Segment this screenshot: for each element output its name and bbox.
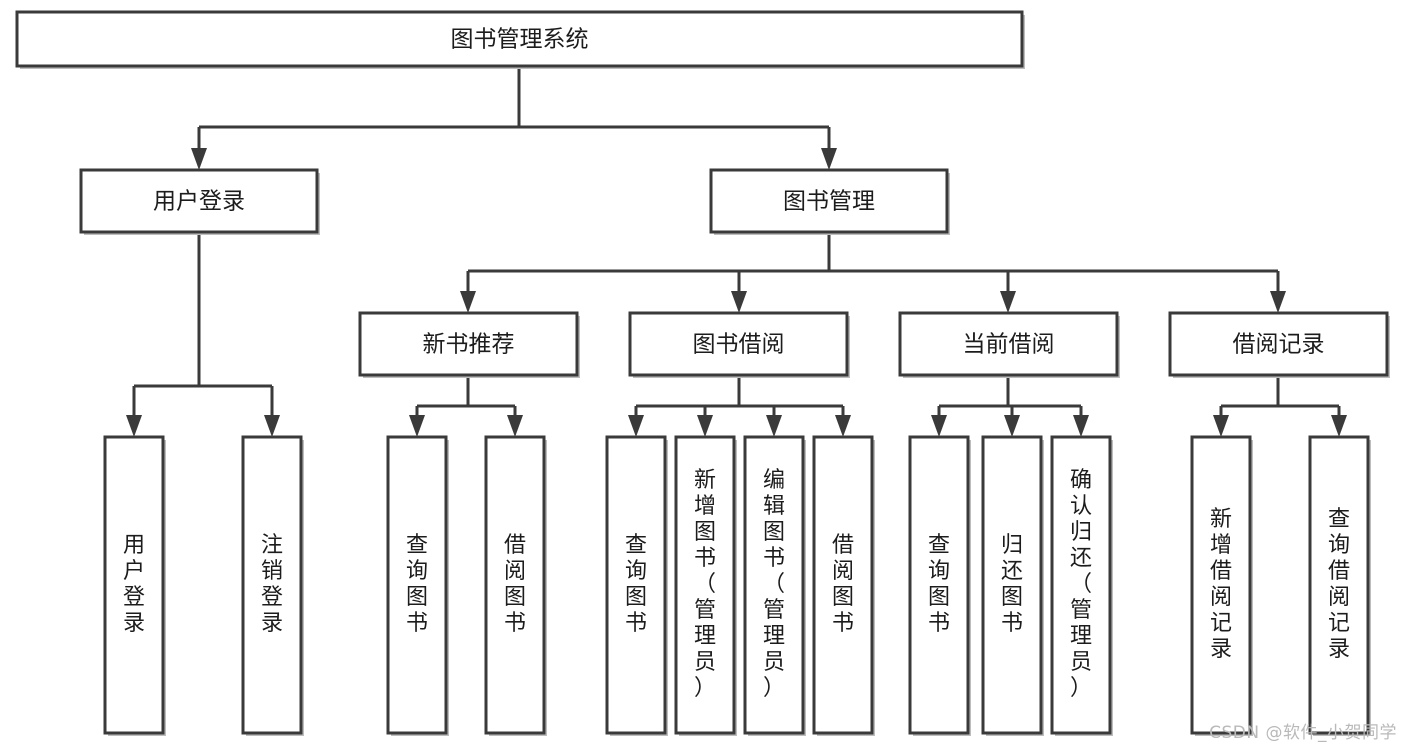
node-records[interactable]: 借阅记录 — [1168, 311, 1390, 378]
connector-newbook-to-leaves — [409, 375, 523, 437]
node-borrow-3[interactable]: 编辑图书（管理员） — [743, 435, 806, 736]
node-label: 查询图书 — [625, 533, 647, 636]
node-root[interactable]: 图书管理系统 — [15, 10, 1025, 69]
node-label: 编辑图书（管理员） — [763, 468, 785, 701]
node-current[interactable]: 当前借阅 — [898, 311, 1120, 378]
node-current-2[interactable]: 归还图书 — [981, 435, 1044, 736]
node-login-2[interactable]: 注销登录 — [241, 435, 304, 736]
node-label: 查询借阅记录 — [1328, 507, 1350, 662]
node-layer: 图书管理系统用户登录图书管理新书推荐图书借阅当前借阅借阅记录用户登录注销登录查询… — [15, 10, 1390, 736]
node-current-1[interactable]: 查询图书 — [908, 435, 971, 736]
node-label: 图书借阅 — [693, 332, 785, 358]
node-label: 新增借阅记录 — [1210, 507, 1232, 662]
node-login[interactable]: 用户登录 — [79, 168, 320, 235]
node-label: 用户登录 — [123, 533, 145, 636]
node-label: 图书管理系统 — [451, 27, 589, 53]
node-login-1[interactable]: 用户登录 — [103, 435, 166, 736]
node-label: 归还图书 — [1001, 533, 1023, 636]
node-bookmgmt[interactable]: 图书管理 — [709, 168, 950, 235]
node-label: 图书管理 — [783, 189, 875, 215]
node-borrow[interactable]: 图书借阅 — [628, 311, 850, 378]
node-newbook-2[interactable]: 借阅图书 — [484, 435, 547, 736]
connector-layer — [126, 66, 1347, 437]
node-label: 借阅图书 — [504, 533, 526, 636]
node-borrow-2[interactable]: 新增图书（管理员） — [674, 435, 737, 736]
node-newbook[interactable]: 新书推荐 — [358, 311, 580, 378]
node-borrow-1[interactable]: 查询图书 — [605, 435, 668, 736]
node-label: 新增图书（管理员） — [694, 468, 716, 701]
node-label: 借阅图书 — [832, 533, 854, 636]
node-label: 用户登录 — [153, 189, 245, 215]
connector-current-to-leaves — [931, 375, 1089, 437]
connector-records-to-leaves — [1213, 375, 1347, 437]
connector-login-to-leaves — [126, 232, 280, 437]
node-current-3[interactable]: 确认归还（管理员） — [1050, 435, 1113, 736]
node-label: 查询图书 — [928, 533, 950, 636]
connector-bookmgmt-to-level2 — [460, 232, 1286, 313]
node-label: 注销登录 — [261, 533, 283, 636]
node-label: 当前借阅 — [963, 332, 1055, 358]
node-label: 借阅记录 — [1233, 332, 1325, 358]
node-label: 查询图书 — [406, 533, 428, 636]
node-label: 新书推荐 — [423, 332, 515, 358]
connector-root-to-level1 — [191, 66, 837, 170]
node-records-1[interactable]: 新增借阅记录 — [1190, 435, 1253, 736]
node-newbook-1[interactable]: 查询图书 — [386, 435, 449, 736]
node-records-2[interactable]: 查询借阅记录 — [1308, 435, 1371, 736]
node-borrow-4[interactable]: 借阅图书 — [812, 435, 875, 736]
connector-borrow-to-leaves — [628, 375, 851, 437]
node-label: 确认归还（管理员） — [1070, 468, 1092, 701]
